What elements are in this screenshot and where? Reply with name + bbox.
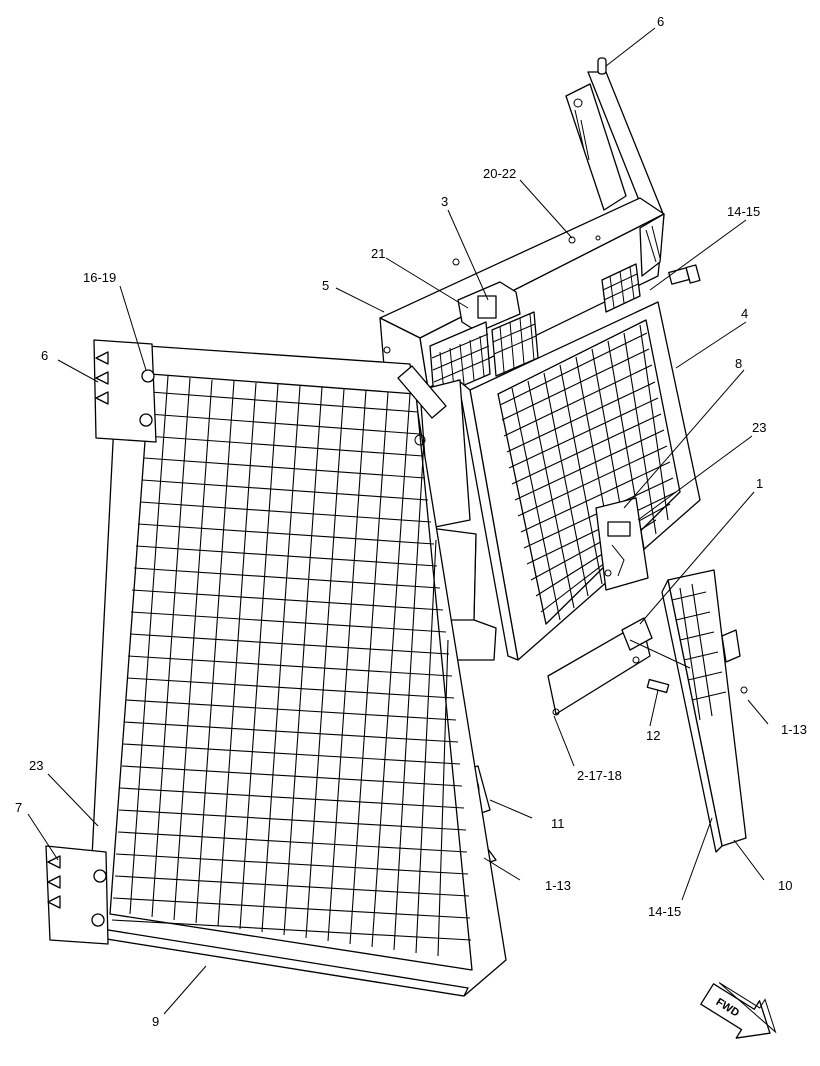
right-screen-panel xyxy=(457,301,701,661)
callout-1-13-right: 1-13 xyxy=(781,722,807,737)
large-screen-panel xyxy=(87,343,507,997)
vent-louver-left xyxy=(429,321,491,399)
callout-23-right: 23 xyxy=(752,420,766,435)
latch-plate-8 xyxy=(595,497,649,591)
leader-lines xyxy=(27,27,769,1015)
callout-6-left: 6 xyxy=(41,348,48,363)
callout-labels: 6 20-22 3 14-15 21 5 16-19 6 4 8 23 1 1-… xyxy=(15,14,807,1029)
callout-14-15-top: 14-15 xyxy=(727,204,760,219)
callout-11: 11 xyxy=(551,816,565,831)
callout-1: 1 xyxy=(756,476,763,491)
callout-10: 10 xyxy=(778,878,792,893)
callout-6-top: 6 xyxy=(657,14,664,29)
callout-2-17-18: 2-17-18 xyxy=(577,768,622,783)
callout-14-15-bottom: 14-15 xyxy=(648,904,681,919)
latch-lever-top xyxy=(397,365,447,419)
clamp-1 xyxy=(621,617,691,669)
callout-4: 4 xyxy=(741,306,748,321)
forward-arrow-icon: FWD xyxy=(700,982,777,1039)
callout-12: 12 xyxy=(646,728,660,743)
callout-8: 8 xyxy=(735,356,742,371)
housing-side-hatch xyxy=(639,213,665,277)
handle xyxy=(457,281,521,333)
callout-5: 5 xyxy=(322,278,329,293)
bottom-bracket-2-17-18 xyxy=(547,621,651,716)
callout-1-13-bottom: 1-13 xyxy=(545,878,571,893)
bolt-12 xyxy=(646,678,670,694)
hinge-bracket-6 xyxy=(93,339,157,443)
callout-23-left: 23 xyxy=(29,758,43,773)
right-narrow-panel xyxy=(661,569,748,853)
vent-louver-right xyxy=(601,263,641,313)
hinge-bracket-7 xyxy=(45,845,109,945)
callout-3: 3 xyxy=(441,194,448,209)
upper-mounting-bracket xyxy=(565,57,665,229)
callout-9: 9 xyxy=(152,1014,159,1029)
callout-7: 7 xyxy=(15,800,22,815)
side-knob-14-15 xyxy=(668,264,701,285)
callout-20-22: 20-22 xyxy=(483,166,516,181)
callout-16-19: 16-19 xyxy=(83,270,116,285)
callout-21: 21 xyxy=(371,246,385,261)
